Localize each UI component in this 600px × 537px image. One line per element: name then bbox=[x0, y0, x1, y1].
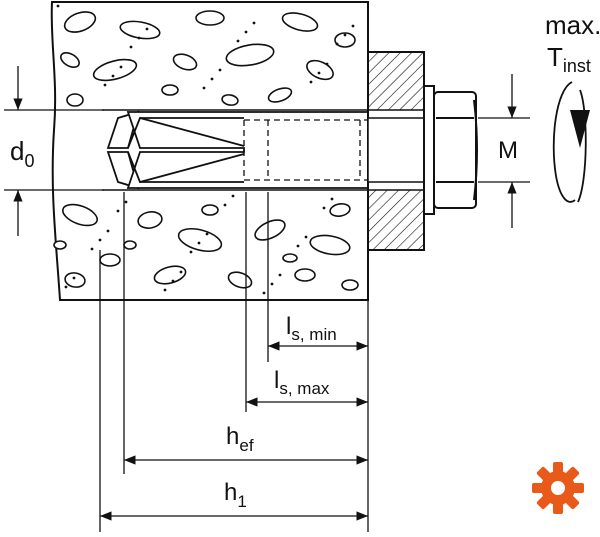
aggregate-pebble bbox=[309, 234, 351, 256]
aggregate-dot bbox=[262, 291, 266, 295]
anchor-body bbox=[106, 110, 369, 190]
m-label: M bbox=[498, 137, 518, 164]
aggregate-pebble bbox=[221, 94, 239, 106]
aggregate-dot bbox=[197, 241, 201, 245]
aggregate-pebble bbox=[195, 10, 225, 26]
aggregate-dot bbox=[111, 74, 115, 78]
aggregate-pebble bbox=[92, 58, 138, 82]
aggregate-pebble bbox=[53, 240, 67, 250]
aggregate-dot bbox=[103, 83, 107, 87]
aggregate-dot bbox=[218, 68, 222, 72]
gear-tooth bbox=[532, 483, 544, 493]
aggregate-dot bbox=[325, 62, 329, 66]
aggregate-dot bbox=[270, 282, 274, 286]
aggregate-pebble bbox=[294, 268, 316, 282]
aggregate-dot bbox=[202, 86, 206, 90]
aggregate-pebble bbox=[64, 272, 86, 288]
aggregate-pebble bbox=[201, 204, 219, 216]
aggregate-dot bbox=[90, 247, 94, 251]
aggregate-pebble bbox=[99, 253, 121, 267]
h1-label: h1 bbox=[224, 479, 247, 511]
gear-tooth bbox=[553, 502, 563, 514]
rotation-arrow-icon bbox=[552, 81, 590, 203]
concrete-aggregate bbox=[53, 4, 359, 295]
aggregate-pebble bbox=[63, 11, 97, 33]
aggregate-dot bbox=[56, 4, 60, 8]
aggregate-dot bbox=[330, 197, 334, 201]
aggregate-pebble bbox=[282, 253, 298, 263]
aggregate-dot bbox=[129, 45, 133, 49]
aggregate-pebble bbox=[177, 227, 223, 253]
aggregate-dot bbox=[296, 244, 300, 248]
aggregate-pebble bbox=[334, 32, 356, 48]
hef-label: hef bbox=[226, 423, 254, 455]
aggregate-dot bbox=[119, 65, 123, 69]
torque-max-label: max. bbox=[545, 10, 600, 40]
aggregate-pebble bbox=[161, 84, 179, 96]
gear-tooth bbox=[572, 483, 584, 493]
aggregate-dot bbox=[244, 30, 248, 34]
hex-bolt-head bbox=[433, 91, 478, 209]
torque-label: Tinst bbox=[547, 42, 591, 76]
aggregate-dot bbox=[163, 288, 167, 292]
aggregate-dot bbox=[236, 39, 240, 43]
aggregate-pebble bbox=[137, 211, 163, 229]
aggregate-dot bbox=[223, 203, 227, 207]
aggregate-pebble bbox=[123, 240, 137, 250]
aggregate-dot bbox=[64, 285, 68, 289]
aggregate-dot bbox=[124, 200, 128, 204]
ls-min-label: ls, min bbox=[286, 313, 337, 344]
extension-lines bbox=[99, 192, 369, 532]
aggregate-pebble bbox=[62, 203, 98, 227]
aggregate-dot bbox=[343, 33, 347, 37]
aggregate-dot bbox=[309, 80, 313, 84]
aggregate-dot bbox=[304, 235, 308, 239]
aggregate-pebble bbox=[153, 265, 187, 285]
d0-label: d0 bbox=[10, 136, 34, 171]
aggregate-dot bbox=[317, 71, 321, 75]
aggregate-dot bbox=[106, 229, 110, 233]
aggregate-dot bbox=[171, 279, 175, 283]
aggregate-pebble bbox=[329, 203, 351, 217]
aggregate-dot bbox=[72, 276, 76, 280]
aggregate-dot bbox=[116, 209, 120, 213]
m-dimension bbox=[478, 74, 530, 228]
aggregate-dot bbox=[189, 250, 193, 254]
d0-dimension bbox=[4, 66, 104, 236]
aggregate-dot bbox=[145, 27, 149, 31]
aggregate-pebble bbox=[341, 279, 359, 291]
aggregate-pebble bbox=[172, 53, 198, 71]
aggregate-dot bbox=[335, 42, 339, 46]
bolt-shank bbox=[367, 117, 427, 183]
aggregate-dot bbox=[278, 273, 282, 277]
aggregate-pebble bbox=[267, 87, 293, 103]
aggregate-dot bbox=[210, 77, 214, 81]
gear-tooth bbox=[553, 462, 563, 474]
aggregate-pebble bbox=[60, 51, 80, 69]
aggregate-dot bbox=[205, 232, 209, 236]
aggregate-pebble bbox=[225, 43, 275, 67]
gear-icon bbox=[532, 462, 584, 514]
ls-max-label: ls, max bbox=[274, 367, 330, 398]
bolt-thread bbox=[243, 119, 368, 181]
aggregate-dot bbox=[137, 36, 141, 40]
aggregate-dot bbox=[351, 24, 355, 28]
aggregate-dot bbox=[322, 206, 326, 210]
aggregate-dot bbox=[231, 194, 235, 198]
aggregate-pebble bbox=[281, 12, 319, 32]
aggregate-pebble bbox=[66, 93, 84, 107]
aggregate-dot bbox=[98, 238, 102, 242]
aggregate-dot bbox=[179, 270, 183, 274]
aggregate-pebble bbox=[254, 219, 286, 241]
washer bbox=[423, 85, 435, 215]
aggregate-dot bbox=[252, 21, 256, 25]
